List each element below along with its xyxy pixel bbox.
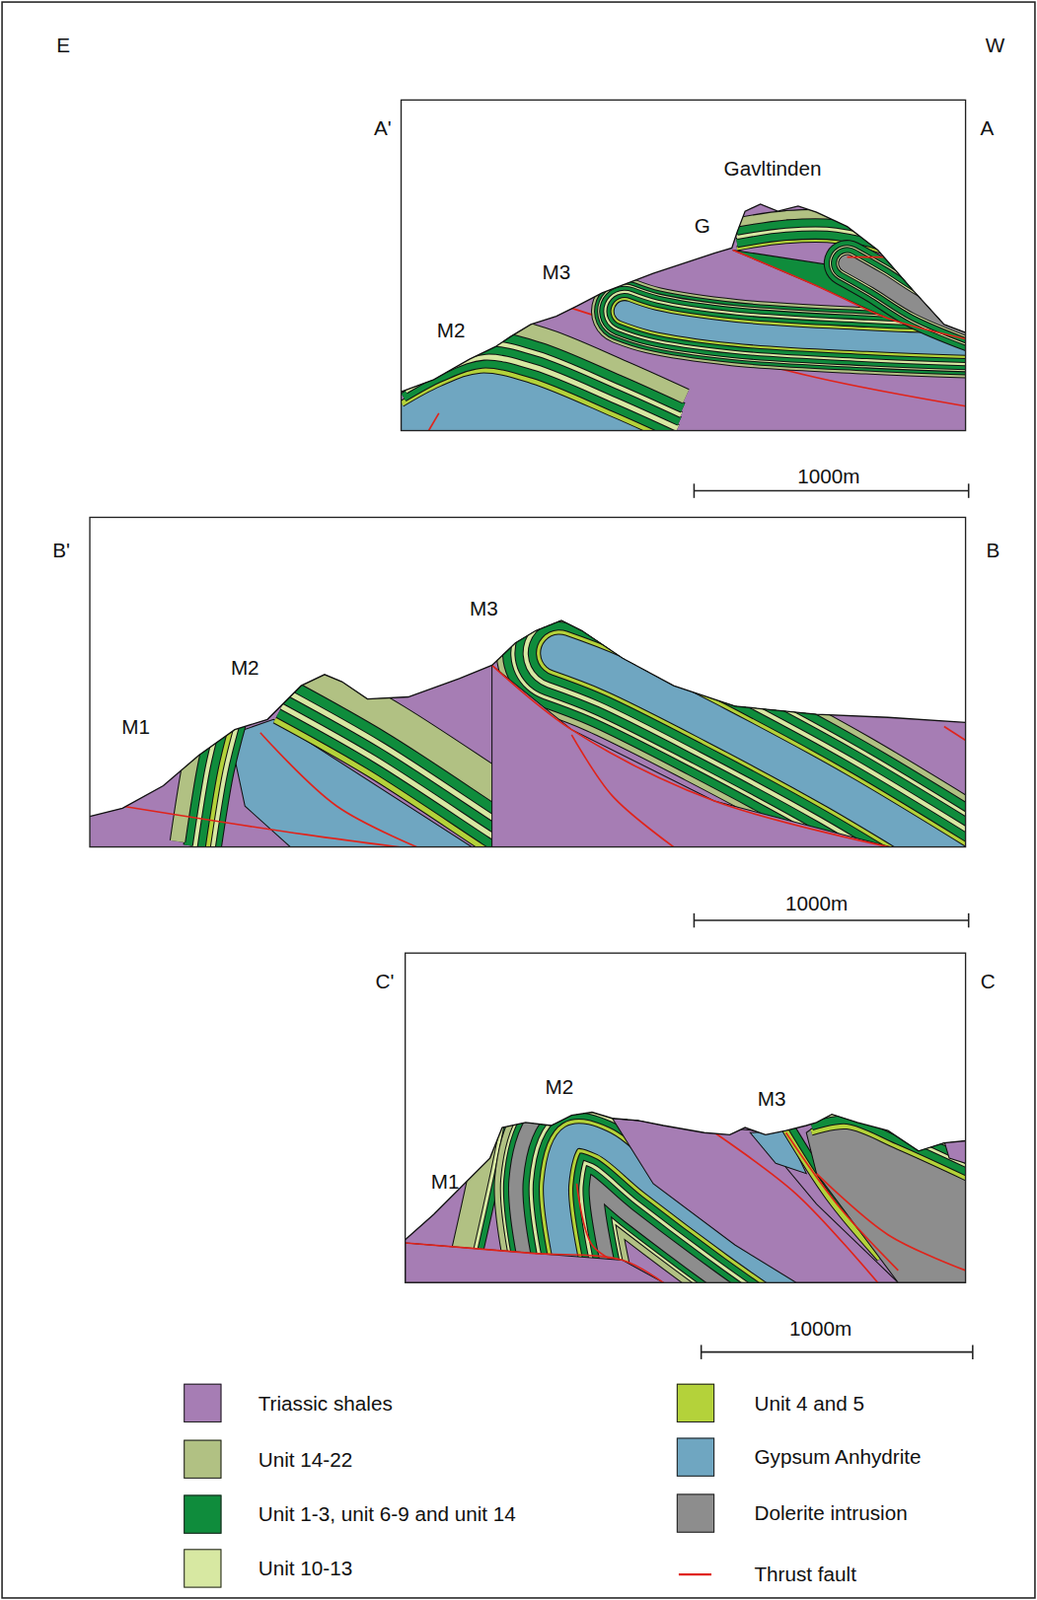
section-geology xyxy=(401,99,981,442)
legend-text: Unit 4 and 5 xyxy=(753,1393,865,1414)
section-label: M1 xyxy=(431,1172,460,1193)
scale-label: 1000m xyxy=(797,466,860,488)
section-geology xyxy=(89,517,980,878)
legend-swatch xyxy=(676,1384,715,1423)
section-label: A xyxy=(979,117,994,139)
thrust-fault xyxy=(733,249,966,339)
bed-outline xyxy=(811,1112,969,1167)
thrust-fault xyxy=(571,735,673,848)
bed xyxy=(177,711,204,842)
thrust-fault xyxy=(576,1184,623,1266)
rock-body xyxy=(944,1141,966,1165)
fold-layer xyxy=(847,263,972,329)
section-label: W xyxy=(985,34,1006,56)
thrust-fault xyxy=(847,256,889,259)
fold-layer xyxy=(847,263,972,329)
bed xyxy=(293,685,520,826)
section-label: Gavltinden xyxy=(724,157,822,179)
section-label: E xyxy=(56,34,71,56)
legend-swatch xyxy=(183,1384,222,1423)
topography xyxy=(89,620,966,817)
fold-outline xyxy=(847,263,972,329)
legend-swatch xyxy=(183,1440,222,1480)
thrust-fault xyxy=(816,1174,966,1271)
section-label: M3 xyxy=(757,1089,787,1111)
section-frame xyxy=(405,953,966,1283)
section-frame xyxy=(89,517,966,847)
legend-text: Unit 1-3, unit 6-9 and unit 14 xyxy=(258,1504,517,1526)
bed-outline xyxy=(177,711,204,842)
thrust-fault xyxy=(405,1243,665,1283)
legend-text: Gypsum Anhydrite xyxy=(753,1447,921,1469)
bed-outline xyxy=(737,234,980,331)
legend-swatch xyxy=(676,1493,715,1533)
section-label: C xyxy=(980,971,996,993)
section-label: G xyxy=(694,215,711,236)
bed xyxy=(737,234,980,331)
section-label: M1 xyxy=(121,716,150,738)
bed-outline xyxy=(293,685,520,826)
scale-label: 1000m xyxy=(789,1319,852,1340)
bed xyxy=(811,1119,969,1174)
section-label: M2 xyxy=(230,657,260,678)
fold-layer xyxy=(847,263,972,329)
legend-text: Thrust fault xyxy=(753,1564,856,1586)
bed xyxy=(459,1118,491,1262)
bed xyxy=(811,1112,969,1167)
fold-outline xyxy=(847,263,972,329)
cross-sections xyxy=(89,99,980,1288)
legend-text: Dolerite intrusion xyxy=(753,1503,907,1525)
section-label: B xyxy=(986,539,1001,561)
section-panel xyxy=(405,953,970,1288)
thrust-fault xyxy=(428,413,439,432)
topography xyxy=(405,1112,966,1241)
thrust-fault xyxy=(260,733,430,853)
fold-outline xyxy=(847,263,972,329)
bed-outline xyxy=(811,1119,969,1174)
legend-text: Unit 14-22 xyxy=(258,1449,353,1471)
thrust-fault-sample xyxy=(678,1573,712,1576)
scale-bar xyxy=(693,913,968,928)
section-panel xyxy=(401,99,981,442)
fold-layer xyxy=(847,263,972,329)
section-label: M3 xyxy=(541,262,571,284)
section-panel xyxy=(89,517,980,878)
legend-swatch xyxy=(183,1549,222,1588)
fold-outline xyxy=(847,263,972,329)
topography xyxy=(401,204,966,392)
section-label: M2 xyxy=(545,1076,575,1098)
fold-layer xyxy=(847,263,972,329)
legend-text: Unit 10-13 xyxy=(258,1558,353,1580)
section-label: C' xyxy=(375,971,395,993)
fold-outline xyxy=(847,263,972,329)
section-frame xyxy=(401,99,966,431)
legend-swatch xyxy=(183,1494,222,1534)
section-label: M3 xyxy=(469,597,499,619)
scale-bar xyxy=(701,1344,973,1359)
bed-outline xyxy=(737,239,980,336)
bed-outline xyxy=(459,1118,491,1262)
rock-body xyxy=(405,1243,665,1283)
section-label: M2 xyxy=(437,320,466,342)
legend-swatch xyxy=(676,1438,715,1478)
section-label: B' xyxy=(52,539,71,561)
thrust-fault xyxy=(786,1132,899,1271)
thrust-fault xyxy=(122,806,440,853)
scale-label: 1000m xyxy=(785,892,848,914)
section-label: A' xyxy=(373,117,392,139)
section-geology xyxy=(405,953,970,1288)
bed xyxy=(737,239,980,336)
legend-text: Triassic shales xyxy=(258,1393,393,1414)
